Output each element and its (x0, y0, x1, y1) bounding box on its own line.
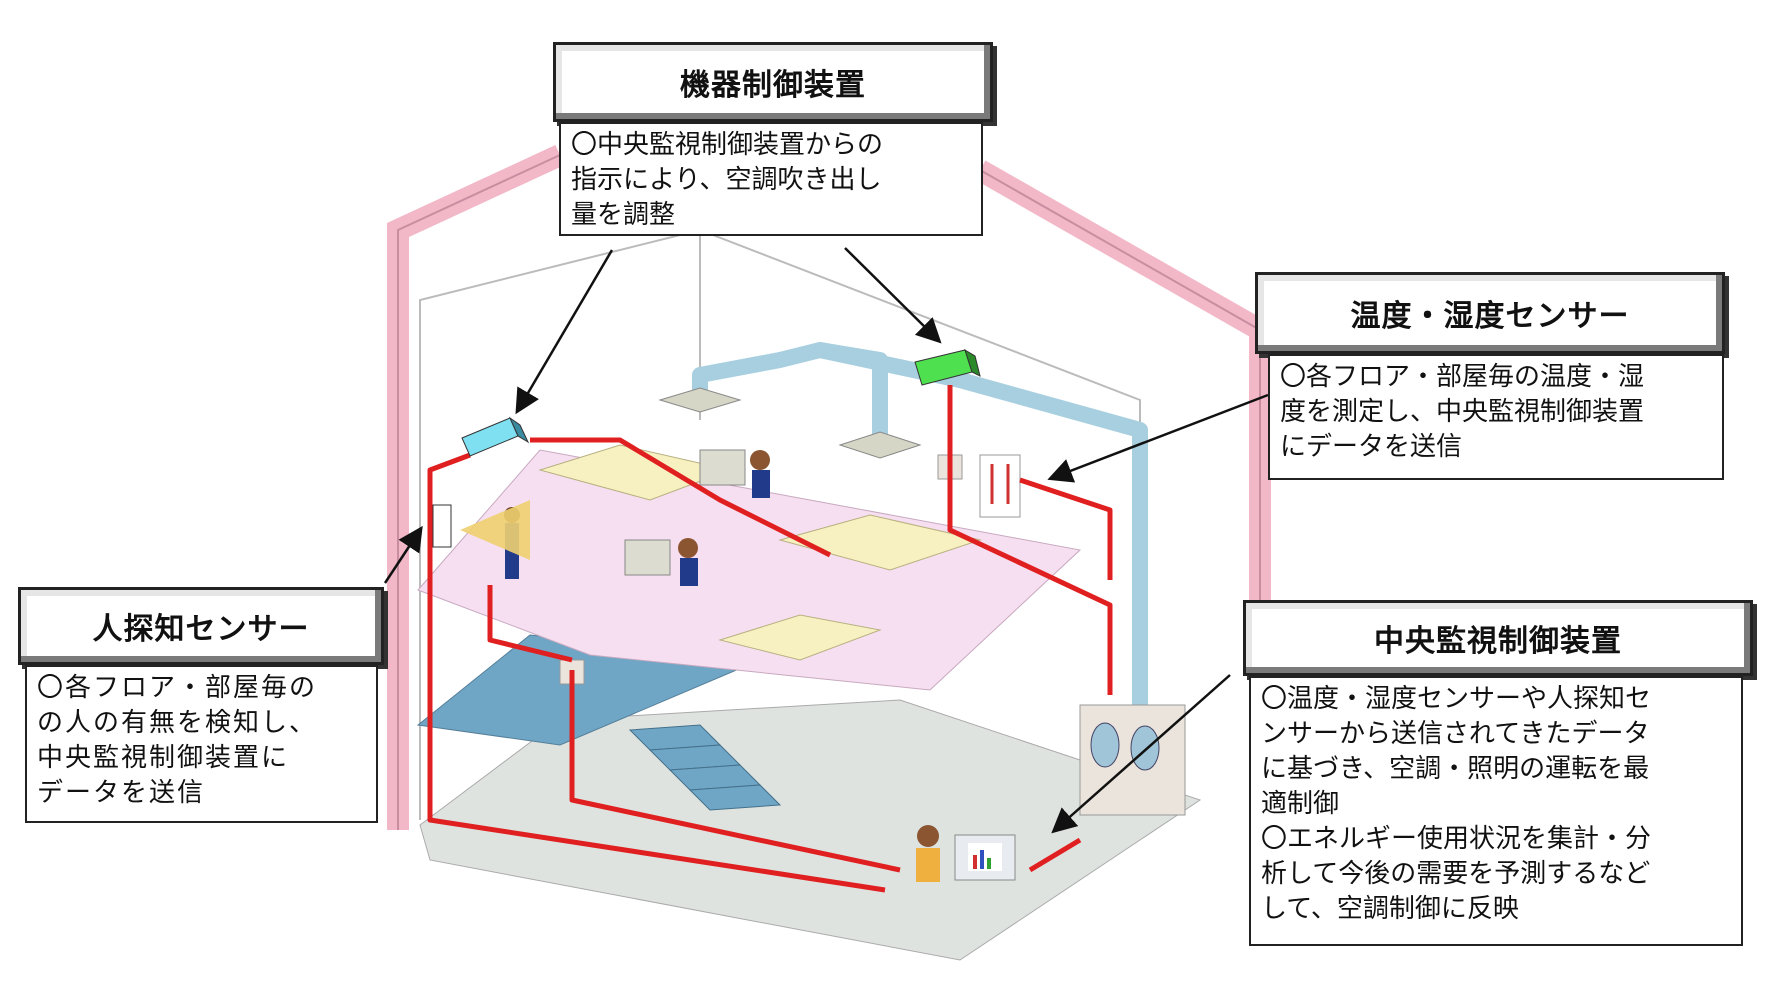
air-duct (692, 342, 1148, 720)
device-control-description: 〇中央監視制御装置からの 指示により、空調吹き出し 量を調整 (559, 122, 983, 236)
device-control-title: 機器制御装置 (553, 42, 993, 122)
presence-detection-area (460, 500, 530, 560)
central-control-title: 中央監視制御装置 (1243, 600, 1753, 676)
thermometer-panel (979, 454, 1021, 518)
central-control-description: 〇温度・湿度センサーや人探知セ ンサーから送信されてきたデータ に基づき、空調・… (1249, 676, 1743, 946)
presence-sensor-title: 人探知センサー (18, 587, 384, 665)
device-control-unit-left (461, 416, 530, 457)
ceiling-lights (538, 444, 982, 661)
wall-control-panel (432, 504, 452, 548)
signal-wiring (427, 385, 1113, 893)
device-control-unit-right (914, 348, 981, 386)
staircase (628, 724, 782, 811)
upper-floor (417, 449, 1082, 691)
presence-sensor-description: 〇各フロア・部屋毎の の人の有無を検知し、 中央監視制御装置に データを送信 (25, 665, 378, 823)
ceiling-vents (658, 387, 922, 459)
temp-humidity-sensor-title: 温度・湿度センサー (1255, 272, 1725, 354)
office-workers (504, 449, 1016, 882)
temp-humidity-sensor-description: 〇各フロア・部屋毎の温度・湿 度を測定し、中央監視制御装置 にデータを送信 (1268, 354, 1724, 480)
leader-arrows (383, 247, 1269, 834)
